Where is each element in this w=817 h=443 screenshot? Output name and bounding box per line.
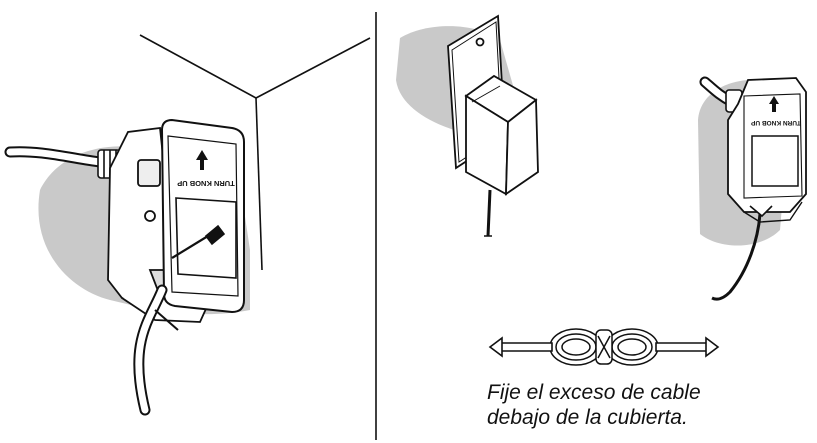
right-panel: TURN KNOB UP	[396, 14, 807, 366]
caption-line-1: Fije el exceso de cable	[487, 381, 701, 404]
plug-in-transformer	[464, 74, 539, 196]
controller-bottom-wire	[711, 213, 762, 301]
open-cover	[160, 118, 245, 314]
coil-cable-ends	[499, 342, 709, 352]
left-cover-label: TURN KNOB UP	[177, 179, 235, 188]
right-cover-label: TURN KNOB UP	[750, 119, 800, 126]
caption: Fije el exceso de cable debajo de la cub…	[487, 380, 807, 430]
caption-line-2: debajo de la cubierta.	[487, 406, 688, 429]
transformer-wire	[486, 189, 492, 237]
coiled-cable	[549, 328, 659, 366]
right-up-arrow-icon	[769, 96, 779, 112]
screw-icon	[171, 224, 226, 259]
controller-window	[751, 135, 799, 187]
left-up-arrow-icon	[196, 150, 208, 170]
controller-enclosure	[727, 77, 807, 223]
left-arrow-icon	[488, 336, 503, 358]
left-panel: TURN KNOB UP	[4, 34, 371, 416]
wall-corner	[139, 34, 371, 271]
right-arrow-icon	[705, 336, 720, 358]
